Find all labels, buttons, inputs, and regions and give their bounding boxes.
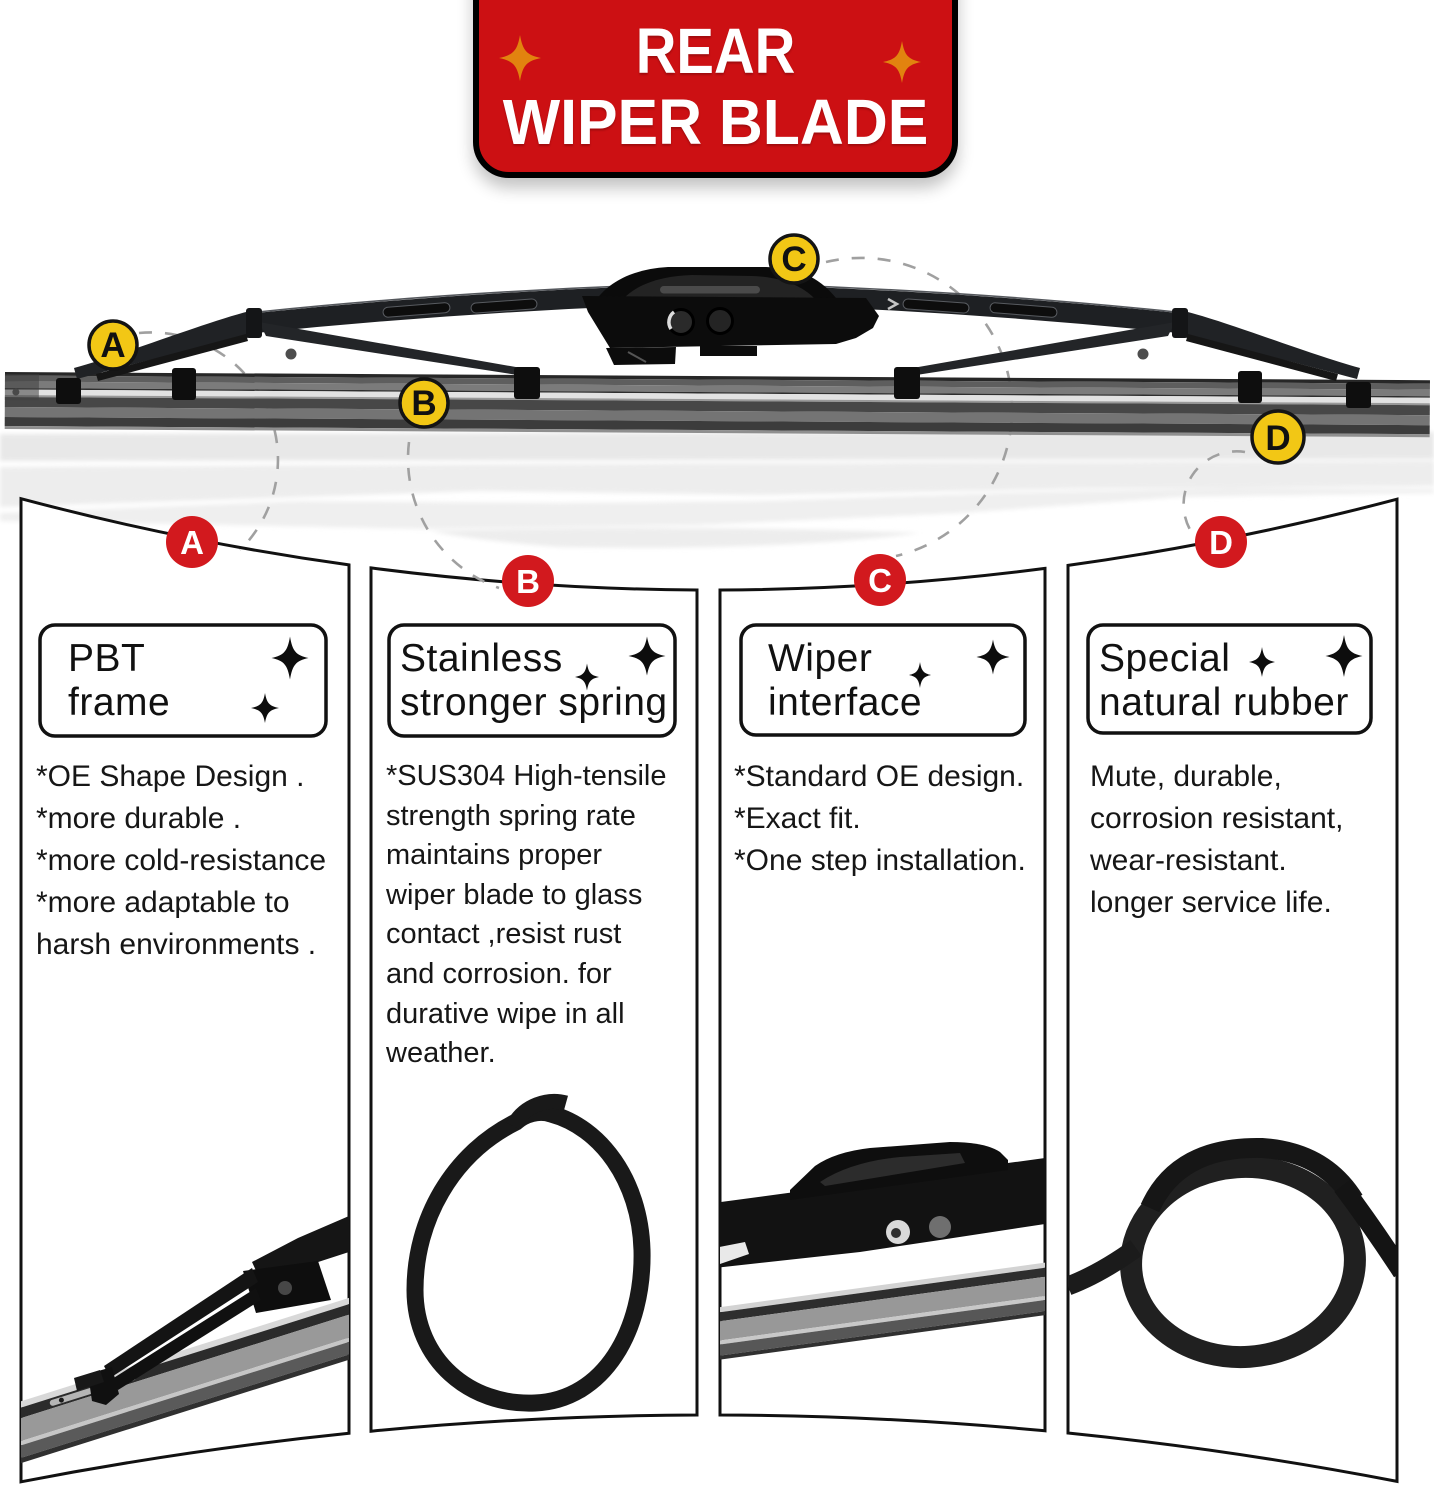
svg-text:B: B (516, 563, 540, 600)
svg-text:C: C (781, 240, 806, 279)
svg-text:D: D (1265, 419, 1290, 458)
svg-text:A: A (180, 524, 204, 561)
svg-text:A: A (100, 326, 125, 365)
svg-text:C: C (868, 562, 892, 599)
svg-text:D: D (1209, 524, 1233, 561)
svg-text:B: B (411, 384, 436, 423)
